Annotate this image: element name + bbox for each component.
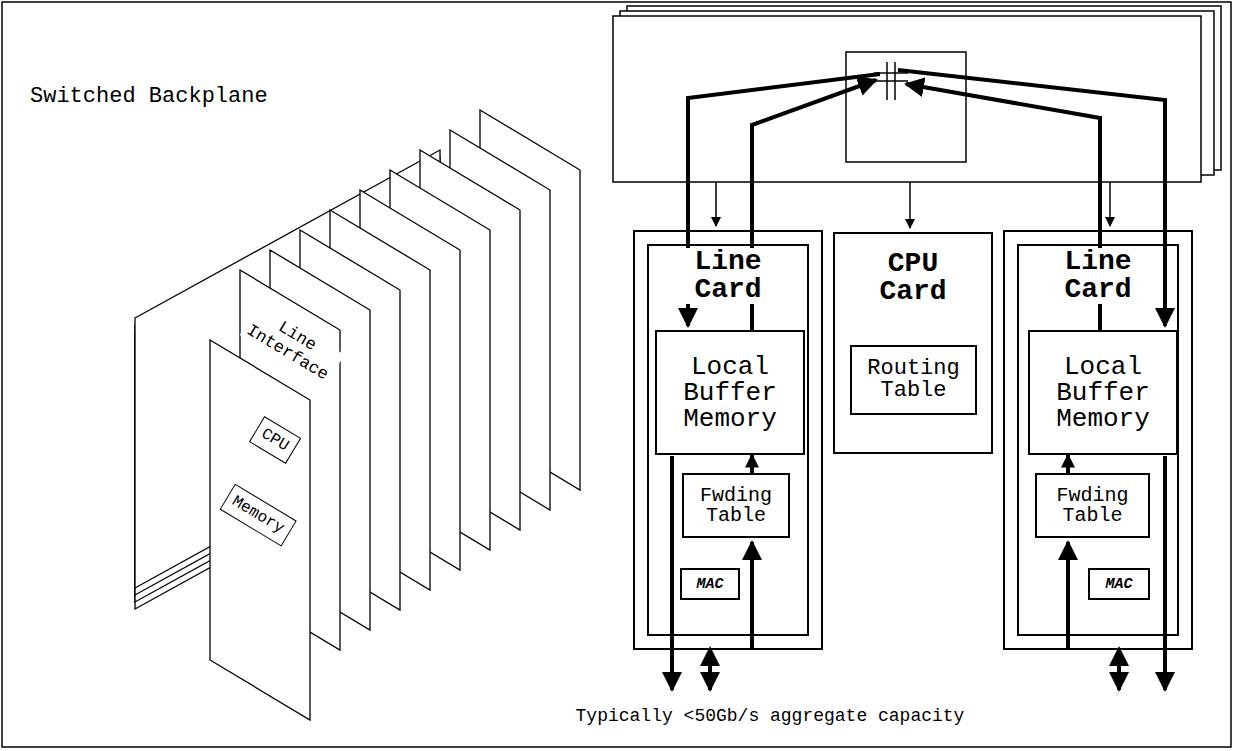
cpu-card: CPU CardRouting Table: [833, 232, 993, 454]
backplane-links: [716, 182, 1110, 228]
box-label: Local Buffer Memory: [1033, 354, 1173, 432]
line-card: Line CardLocal Buffer MemoryFwding Table…: [1003, 230, 1193, 650]
card-title: Line Card: [1046, 248, 1150, 304]
box-label: Fwding Table: [1043, 486, 1143, 526]
plug-in-card: [210, 340, 310, 720]
table-box: Fwding Table: [682, 473, 790, 538]
box-label: MAC: [1103, 577, 1134, 592]
section-label: Switched Backplane: [30, 84, 268, 109]
box-label: MAC: [694, 577, 725, 592]
connector-arrow: [750, 455, 754, 473]
card-title: Line Card: [676, 248, 780, 304]
table-box: Routing Table: [850, 345, 977, 415]
connector-arrow: [1066, 455, 1070, 473]
box-label: Local Buffer Memory: [660, 354, 800, 432]
backplane-illustration: [135, 110, 580, 720]
box-label: Fwding Table: [686, 486, 786, 526]
buffer-box: Local Buffer Memory: [1028, 330, 1178, 455]
box-label: Routing Table: [859, 358, 969, 402]
crossbar-symbol: [874, 62, 908, 100]
caption: Typically <50Gb/s aggregate capacity: [420, 706, 1120, 726]
mac-box: MAC: [1088, 568, 1150, 600]
card-title: CPU Card: [861, 250, 965, 306]
buffer-box: Local Buffer Memory: [655, 330, 805, 455]
mac-box: MAC: [680, 568, 740, 600]
table-box: Fwding Table: [1035, 473, 1150, 538]
line-card: Line CardLocal Buffer MemoryFwding Table…: [633, 230, 823, 650]
